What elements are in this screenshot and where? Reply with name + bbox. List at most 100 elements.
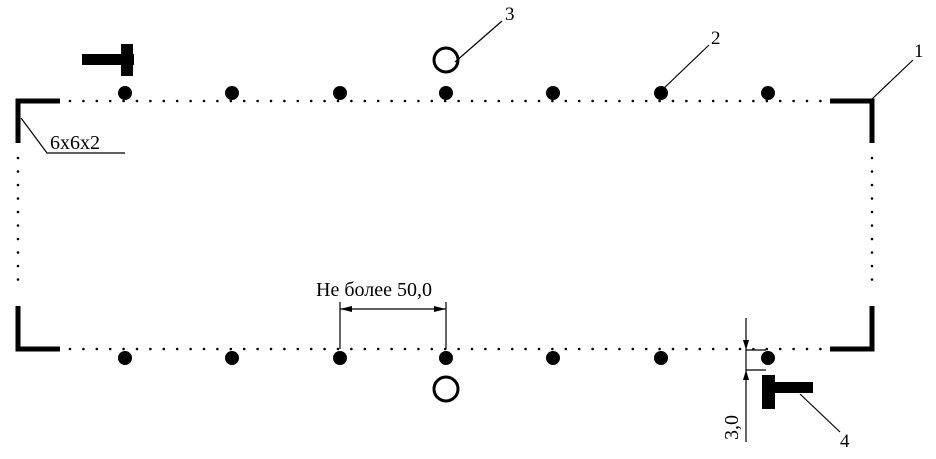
outline-dot — [711, 99, 715, 103]
outline-dot — [309, 99, 313, 103]
outline-dot — [577, 99, 581, 103]
filled-marker — [654, 351, 668, 365]
outline-dot — [189, 99, 192, 103]
outline-dot — [149, 99, 152, 103]
outline-dot — [175, 99, 179, 103]
outline-dot — [403, 99, 407, 103]
outline-dot — [309, 347, 313, 351]
outline-dot — [189, 347, 192, 351]
outline-dot — [16, 264, 20, 268]
outline-dot — [870, 264, 874, 268]
outline-dot — [591, 347, 594, 351]
outline-dot — [162, 347, 166, 351]
filled-markers — [118, 86, 775, 365]
leader-line-1 — [871, 59, 914, 100]
filled-marker — [225, 86, 239, 100]
filled-marker — [333, 351, 347, 365]
outline-dot — [510, 347, 514, 351]
outline-dot — [403, 347, 407, 351]
outline-dot — [363, 99, 367, 103]
filled-marker — [333, 86, 347, 100]
outline-dot — [443, 99, 447, 103]
outline-dot — [551, 347, 554, 351]
outline-dot — [95, 99, 99, 103]
outline-dot — [604, 99, 608, 103]
outline-dot — [350, 99, 353, 103]
outline-dot — [16, 170, 20, 173]
outline-dot — [805, 99, 809, 103]
outline-dot — [792, 347, 795, 351]
outline-dot — [457, 347, 460, 351]
outline-dot — [870, 278, 874, 281]
outline-dot — [524, 99, 527, 103]
outline-dot — [870, 210, 874, 214]
outline-dot — [711, 347, 715, 351]
spacing-dimension — [339, 302, 447, 349]
outline-dot — [363, 347, 367, 351]
spacing-label: Не более 50,0 — [316, 279, 432, 301]
outline-dot — [698, 347, 702, 351]
outline-dot — [631, 99, 635, 103]
outline-dot — [497, 347, 501, 351]
outline-dot — [484, 99, 487, 103]
outline-dot — [457, 99, 460, 103]
t-symbol-bottom — [762, 375, 813, 409]
open-circle-marker-top — [432, 46, 460, 74]
outline-dot — [216, 99, 219, 103]
offset-dimension — [743, 318, 766, 442]
outline-dot — [135, 347, 139, 351]
leader-line-4 — [799, 393, 841, 433]
outline-dot — [484, 347, 487, 351]
filled-marker — [439, 86, 453, 100]
filled-marker — [118, 86, 132, 100]
outline-dot — [658, 347, 661, 351]
outline-dot — [738, 99, 742, 103]
filled-marker — [225, 351, 239, 365]
outline-dot — [350, 347, 353, 351]
outline-dot — [430, 99, 434, 103]
outline-dot — [497, 99, 501, 103]
outline-dot — [671, 99, 675, 103]
outline-dot — [618, 99, 621, 103]
leader-line-3 — [454, 20, 503, 63]
corner-bracket-top-left — [15, 98, 60, 143]
outline-dot — [242, 99, 246, 103]
outline-dot — [68, 347, 72, 351]
outline-dot — [16, 156, 20, 160]
outline-dot — [149, 347, 152, 351]
outline-dot — [336, 99, 340, 103]
outline-dot — [202, 99, 206, 103]
outline-dot — [778, 99, 782, 103]
outline-dot — [323, 99, 326, 103]
outline-dot — [792, 99, 795, 103]
corner-bracket-top-right — [830, 98, 875, 143]
outline-dot — [16, 224, 20, 227]
outline-dot — [162, 99, 166, 103]
outline-dot — [819, 347, 822, 351]
outline-dot — [95, 347, 99, 351]
outline-dot — [725, 347, 728, 351]
outline-dot — [510, 99, 514, 103]
outline-dot — [122, 99, 125, 103]
outline-dot — [336, 347, 340, 351]
corner-brackets — [15, 98, 875, 352]
outline-dot — [390, 347, 393, 351]
callout-2-label: 2 — [711, 28, 721, 49]
outline-dot — [604, 347, 608, 351]
outline-dot — [778, 347, 782, 351]
outline-dot — [698, 99, 702, 103]
outline-dot — [551, 99, 554, 103]
outline-dot — [256, 99, 259, 103]
leader-line-corner-size — [20, 117, 125, 154]
callout-4-label: 4 — [840, 431, 850, 452]
outline-dot — [591, 99, 594, 103]
leader-lines — [20, 20, 914, 433]
outline-dot — [417, 347, 420, 351]
outline-dot — [752, 99, 755, 103]
outline-dot — [564, 99, 568, 103]
outline-dot — [805, 347, 809, 351]
outline-dot — [135, 99, 139, 103]
outline-dot — [870, 237, 874, 241]
filled-marker — [761, 351, 775, 365]
